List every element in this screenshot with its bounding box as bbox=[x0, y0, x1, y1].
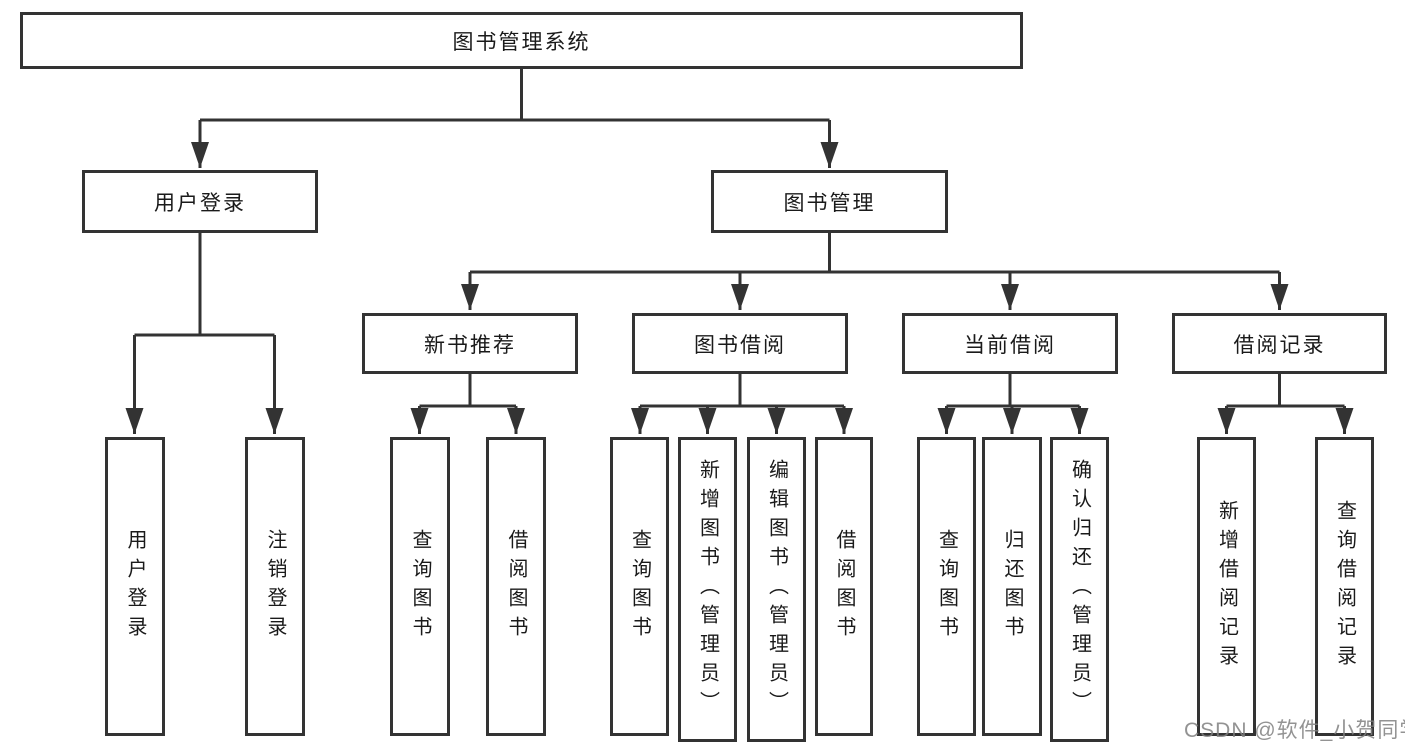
leaf-current-confirm-return-admin: 确认归还（管理员） bbox=[1050, 437, 1109, 742]
leaf-newrec-borrow-books: 借阅图书 bbox=[486, 437, 546, 736]
connector-segments bbox=[125, 66, 1354, 434]
leaf-current-query-books: 查询图书 bbox=[917, 437, 976, 736]
node-current-borrowing: 当前借阅 bbox=[902, 313, 1118, 374]
node-book-management: 图书管理 bbox=[711, 170, 948, 233]
node-book-borrowing: 图书借阅 bbox=[632, 313, 848, 374]
leaf-current-return-books: 归还图书 bbox=[982, 437, 1042, 736]
leaf-borrow-borrow-books: 借阅图书 bbox=[815, 437, 873, 736]
leaf-records-add-record: 新增借阅记录 bbox=[1197, 437, 1256, 736]
node-borrowing-records: 借阅记录 bbox=[1172, 313, 1387, 374]
leaf-borrow-add-books-admin: 新增图书（管理员） bbox=[678, 437, 737, 742]
leaf-borrow-edit-books-admin: 编辑图书（管理员） bbox=[747, 437, 806, 742]
node-root-system: 图书管理系统 bbox=[20, 12, 1023, 69]
leaf-user-login: 用户登录 bbox=[105, 437, 165, 736]
leaf-logout: 注销登录 bbox=[245, 437, 305, 736]
leaf-records-query-record: 查询借阅记录 bbox=[1315, 437, 1374, 736]
leaf-borrow-query-books: 查询图书 bbox=[610, 437, 669, 736]
node-new-book-recommendation: 新书推荐 bbox=[362, 313, 578, 374]
node-user-login: 用户登录 bbox=[82, 170, 318, 233]
leaf-newrec-query-books: 查询图书 bbox=[390, 437, 450, 736]
watermark: CSDN @软件_小贺同学 bbox=[1184, 719, 1405, 742]
